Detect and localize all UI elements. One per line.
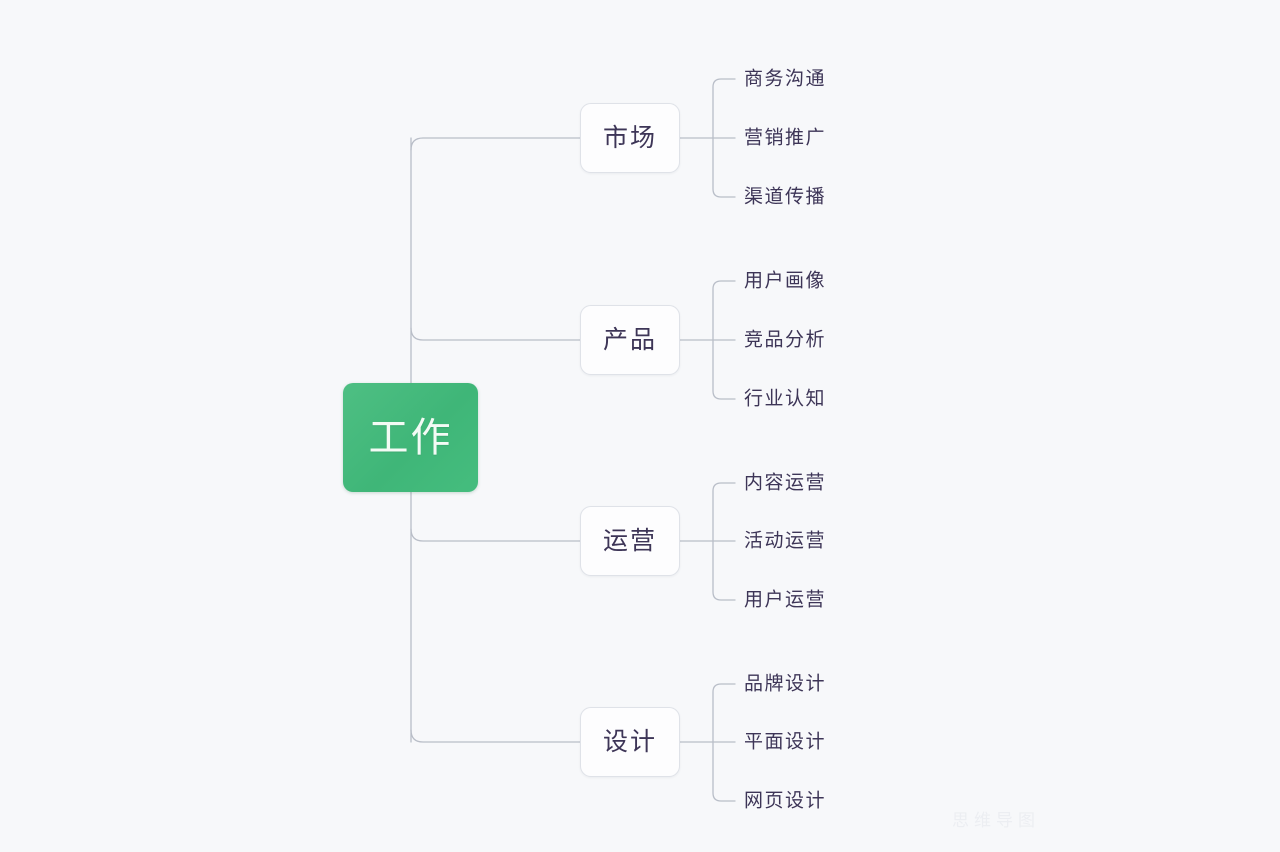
leaf-node-brand-design[interactable]: 品牌设计 [744, 673, 827, 695]
root-node-work[interactable]: 工作 [343, 383, 478, 492]
trunk-to-branch-4 [410, 729, 581, 743]
leaf-node-campaign-operations[interactable]: 活动运营 [744, 530, 827, 552]
leaf-node-user-operations[interactable]: 用户运营 [744, 589, 827, 611]
branch-node-label: 市场 [602, 123, 657, 152]
branch-node-operations[interactable]: 运营 [580, 506, 680, 576]
branch-node-design[interactable]: 设计 [580, 707, 680, 777]
root-node-label: 工作 [368, 415, 453, 460]
branch-1-bracket [712, 78, 736, 198]
leaf-node-user-persona[interactable]: 用户画像 [744, 270, 827, 292]
leaf-node-business-communication[interactable]: 商务沟通 [744, 68, 827, 90]
trunk-to-branch-1 [410, 137, 581, 151]
trunk-to-branch-2 [410, 327, 581, 341]
leaf-node-channel-distribution[interactable]: 渠道传播 [744, 186, 827, 208]
branch-node-label: 运营 [602, 526, 657, 555]
branch-node-label: 产品 [602, 325, 657, 354]
branch-3-bracket [712, 482, 736, 601]
leaf-node-web-design[interactable]: 网页设计 [744, 790, 827, 812]
branch-node-product[interactable]: 产品 [580, 305, 680, 375]
leaf-node-competitor-analysis[interactable]: 竞品分析 [744, 329, 827, 351]
branch-node-market[interactable]: 市场 [580, 103, 680, 173]
branch-2-bracket [712, 280, 736, 400]
branch-node-label: 设计 [602, 727, 657, 756]
leaf-node-content-operations[interactable]: 内容运营 [744, 472, 827, 494]
trunk-to-branch-3 [410, 528, 581, 542]
branch-4-bracket [712, 683, 736, 802]
leaf-node-industry-knowledge[interactable]: 行业认知 [744, 388, 827, 410]
leaf-node-graphic-design[interactable]: 平面设计 [744, 731, 827, 753]
watermark: 思维导图 [952, 811, 1040, 830]
leaf-node-marketing-promotion[interactable]: 营销推广 [744, 127, 827, 149]
